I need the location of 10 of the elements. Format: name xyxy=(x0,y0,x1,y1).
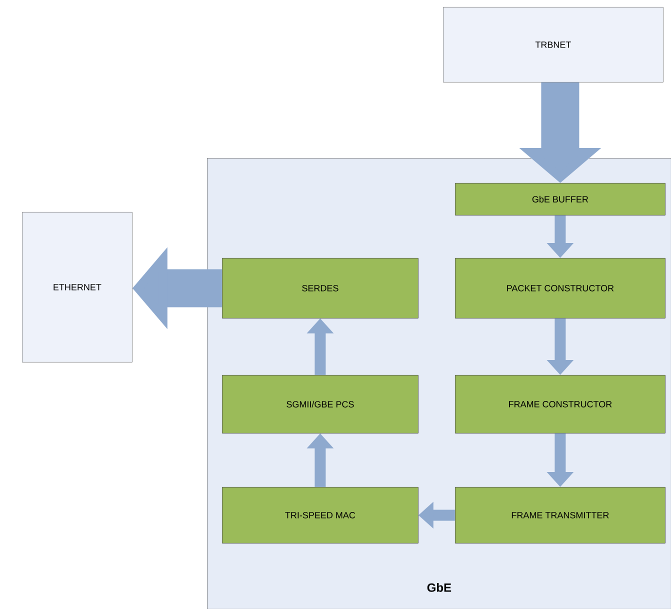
process-box: FRAME TRANSMITTER xyxy=(455,487,666,544)
process-box: SGMII/GBE PCS xyxy=(222,375,418,434)
process-box: PACKET CONSTRUCTOR xyxy=(455,258,666,318)
module-title: GbE xyxy=(427,583,452,592)
external-box: TRBNET xyxy=(443,7,664,82)
process-box: GbE BUFFER xyxy=(455,183,666,216)
process-box: SERDES xyxy=(222,258,418,318)
process-box: FRAME CONSTRUCTOR xyxy=(455,375,666,434)
process-box: TRI-SPEED MAC xyxy=(222,487,418,544)
external-box: ETHERNET xyxy=(22,212,132,362)
